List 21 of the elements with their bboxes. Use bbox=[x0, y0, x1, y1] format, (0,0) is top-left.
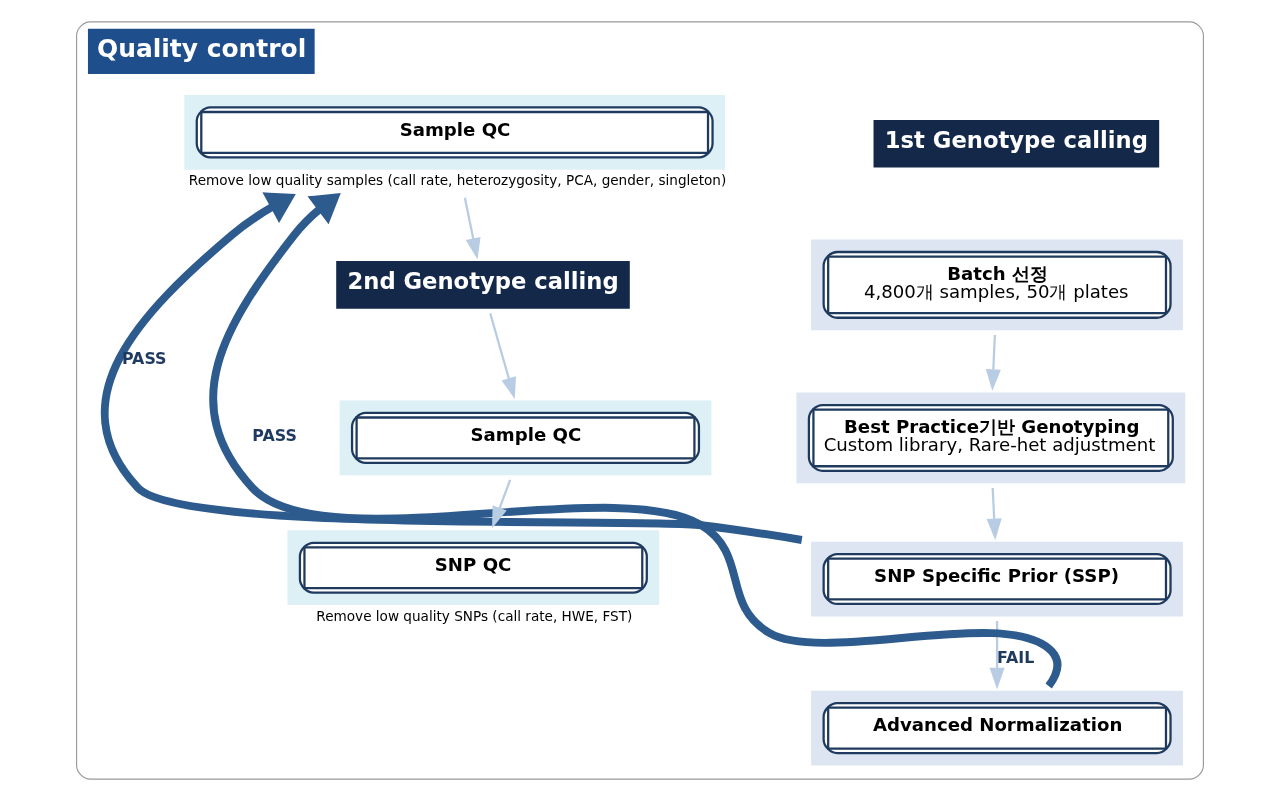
node-box: SNP Specific Prior (SSP) bbox=[810, 541, 1183, 617]
node-box: Advanced Normalization bbox=[810, 690, 1183, 766]
arrow bbox=[488, 313, 516, 400]
node-box: 1st Genotype calling bbox=[873, 119, 1159, 168]
edge-label: PASS bbox=[251, 425, 297, 445]
arrow bbox=[100, 192, 802, 544]
node-box: Sample QC bbox=[183, 95, 725, 170]
arrow bbox=[985, 334, 1001, 391]
node-box: 2nd Genotype calling bbox=[335, 261, 630, 309]
arrow bbox=[989, 621, 1005, 690]
node-label: Remove low quality samples (call rate, heterozygosity, PCA, gender, singleton) bbox=[188, 172, 726, 189]
edge-label: FAIL bbox=[996, 647, 1034, 667]
arrow bbox=[463, 197, 481, 260]
node-box: Batch 선정 4,800개 samples, 50개 plates bbox=[810, 239, 1183, 331]
edge-label: PASS bbox=[121, 349, 167, 369]
node-box: Sample QC bbox=[339, 400, 711, 476]
node-box: Best Practice기반 Genotyping Custom library, Rare-het adjustment bbox=[795, 392, 1185, 484]
arrow bbox=[986, 487, 1002, 541]
node-box: SNP QC bbox=[286, 530, 659, 606]
arrow bbox=[491, 479, 511, 529]
node-label: Remove low quality SNPs (call rate, HWE, FST) bbox=[315, 607, 632, 624]
